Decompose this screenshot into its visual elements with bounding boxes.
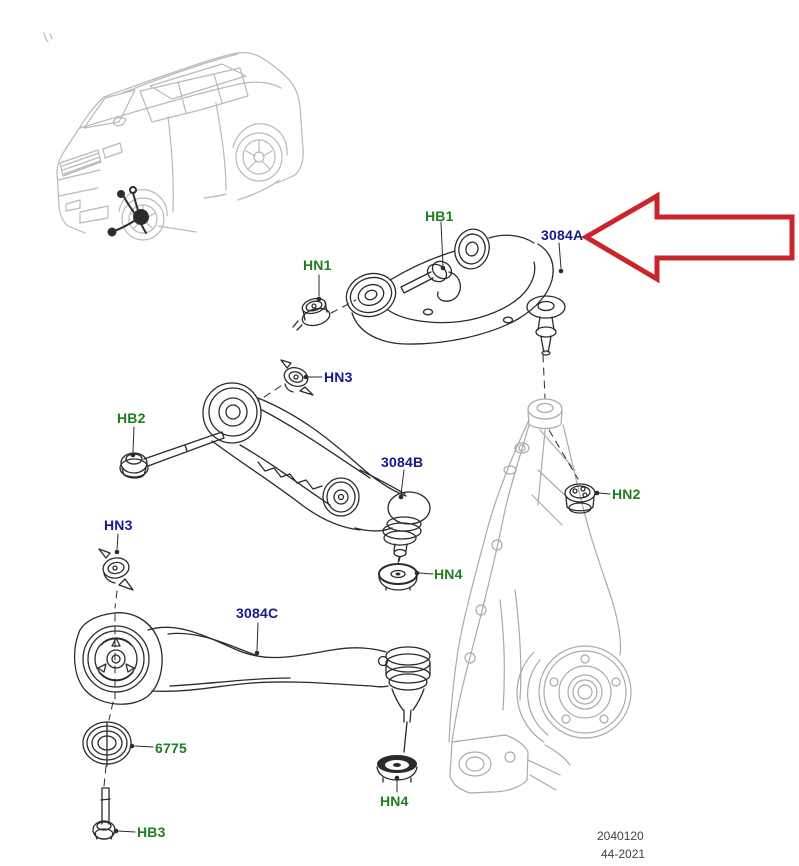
nut-hn2 <box>564 483 596 514</box>
vehicle-illustration <box>56 52 304 241</box>
upper-control-arm-3084a <box>345 228 566 356</box>
stray-mark <box>43 32 53 43</box>
mid-control-arm-3084b <box>202 382 431 562</box>
bushing-6775 <box>82 721 132 767</box>
steering-knuckle <box>448 398 632 794</box>
nut-hn3-upper <box>280 359 314 396</box>
part-label-hn3-lower: HN3 <box>104 517 133 533</box>
vehicle-suspension-highlight <box>107 186 149 237</box>
lower-control-arm-3084c <box>73 612 431 753</box>
footer-issue-code: 44-2021 <box>601 847 646 861</box>
part-label-3084b: 3084B <box>381 454 424 470</box>
part-label-hb1: HB1 <box>425 208 454 224</box>
part-label-3084c: 3084C <box>236 605 279 621</box>
nut-hn3-lower <box>98 548 134 591</box>
bolt-hb2 <box>119 431 225 479</box>
part-label-hn4-lower: HN4 <box>380 793 409 809</box>
part-label-hn2: HN2 <box>612 486 641 502</box>
bolt-hb3 <box>92 787 116 840</box>
label-leader-lines <box>113 221 611 834</box>
nut-hn1 <box>292 297 331 331</box>
part-label-hn1: HN1 <box>303 257 332 273</box>
highlight-arrow <box>581 191 795 284</box>
washer-hn4-upper <box>378 563 418 591</box>
washer-hn4-lower <box>376 755 418 783</box>
assembly-dashed-lines <box>103 299 579 787</box>
bolt-hb1 <box>400 260 462 302</box>
part-label-3084a: 3084A <box>541 227 584 243</box>
part-label-hn3-upper: HN3 <box>324 369 353 385</box>
footer-catalog-number: 2040120 <box>597 829 644 843</box>
part-label-hb3: HB3 <box>137 824 166 840</box>
part-label-hb2: HB2 <box>117 410 146 426</box>
part-label-hn4-upper: HN4 <box>434 566 463 582</box>
part-label-6775: 6775 <box>155 740 187 756</box>
